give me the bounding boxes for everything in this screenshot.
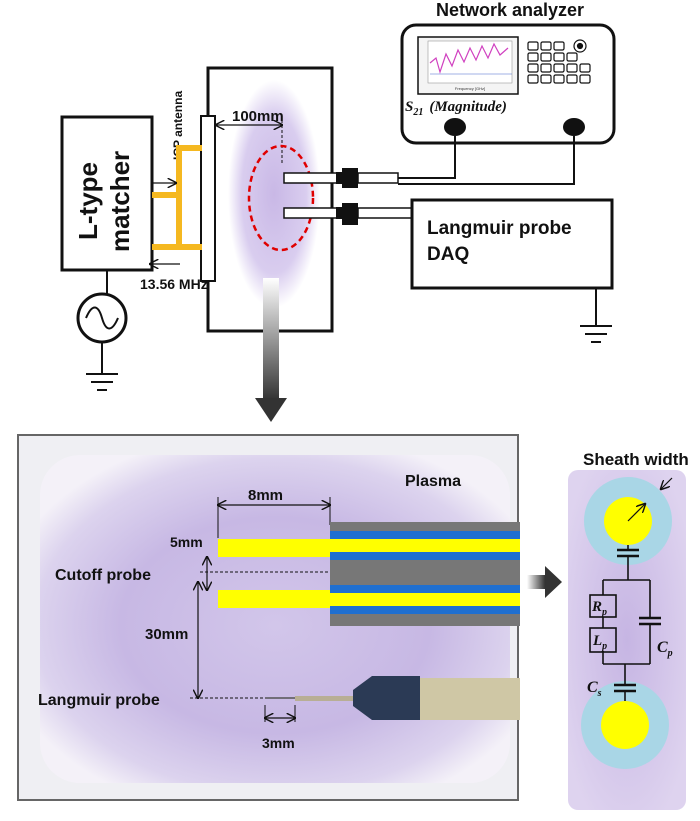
sheath-width-label: Sheath width [583, 450, 689, 469]
top-cutoff-probe [283, 168, 399, 188]
plasma-label: Plasma [405, 473, 461, 490]
electrode-bottom [601, 701, 649, 749]
network-analyzer-title: Network analyzer [436, 0, 584, 20]
langmuir-probe-label: Langmuir probe [38, 692, 160, 709]
dim-8mm: 8mm [248, 487, 283, 504]
cutoff-tip-bottom [218, 590, 330, 608]
screen-xlabel: Frequency [GHz] [455, 86, 485, 91]
inductor-lp [589, 627, 617, 653]
matcher-label-2: matcher [105, 151, 135, 252]
dim-5mm: 5mm [170, 534, 203, 550]
equivalent-circuit [602, 545, 661, 701]
icp-antenna [200, 115, 216, 282]
dim-100mm: 100mm [232, 108, 284, 125]
langmuir-daq-label-1: Langmuir probe [427, 218, 572, 239]
cp-label: Cp [657, 639, 673, 659]
daq-ground-icon [580, 288, 612, 343]
analyzer-screen: Frequency [GHz] [417, 36, 519, 95]
rp-label: Rp [591, 599, 607, 618]
resistor-rp [589, 594, 617, 618]
langmuir-daq-box [410, 198, 614, 290]
dim-3mm: 3mm [262, 735, 295, 751]
rf-ground-icon [86, 342, 118, 391]
lp-label: Lp [592, 633, 607, 652]
analyzer-port-1 [444, 118, 466, 136]
analyzer-keypad [527, 39, 591, 84]
s21-label: S21(Magnitude) [405, 99, 507, 118]
cs-label: Cs [587, 679, 602, 699]
measurement-region [247, 144, 315, 252]
circuit-arrow-shaft [527, 575, 545, 589]
zoom-arrow-icon [255, 398, 287, 422]
circuit-arrow-icon [545, 566, 562, 598]
dim-30mm: 30mm [145, 626, 188, 643]
cutoff-probe-body [330, 522, 520, 626]
rf-frequency: 13.56 MHz [140, 276, 208, 292]
langmuir-daq-label-2: DAQ [427, 244, 469, 265]
cable-port1 [398, 136, 456, 179]
antenna-feed [152, 145, 202, 250]
cutoff-probe-label: Cutoff probe [55, 567, 151, 584]
analyzer-port-2 [563, 118, 585, 136]
zoom-arrow-shaft [263, 278, 279, 400]
cutoff-tip-top [218, 539, 330, 557]
langmuir-probe-body [265, 676, 520, 720]
icp-antenna-label: ICP antenna [171, 91, 185, 160]
cable-port2 [398, 136, 575, 185]
matcher-label-1: L-type [73, 162, 103, 240]
